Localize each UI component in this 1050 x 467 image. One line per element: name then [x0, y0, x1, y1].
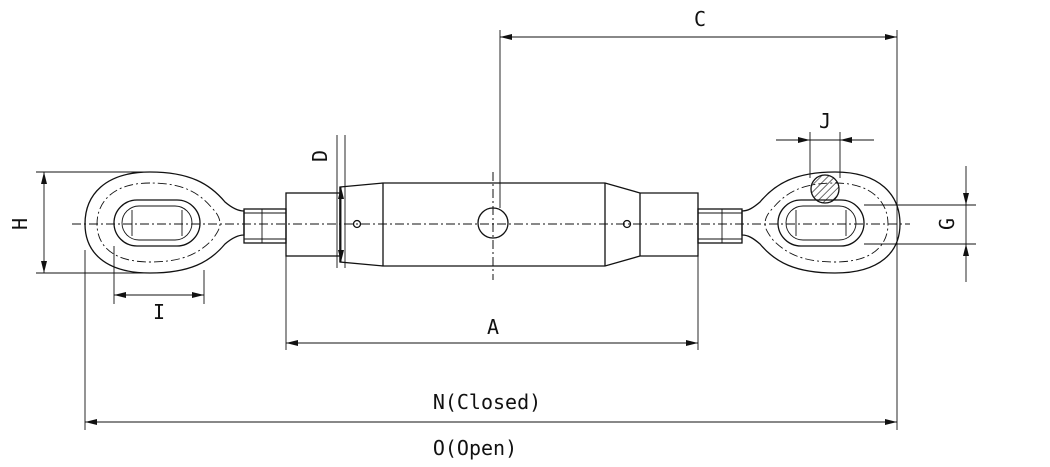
right-threaded-rod	[697, 208, 743, 244]
dimension-j: J	[776, 109, 874, 143]
dimension-j-label: J	[819, 109, 831, 133]
dimension-n: N(Closed)	[85, 390, 897, 425]
dimension-c: C	[500, 7, 897, 40]
dimension-h: H	[8, 172, 47, 273]
dimension-a: A	[286, 315, 698, 346]
dimension-o-label: O(Open)	[433, 436, 517, 460]
dimension-c-label: C	[694, 7, 706, 31]
dimension-g: G	[935, 166, 969, 282]
dimension-i-label: I	[153, 300, 165, 324]
dimension-h-label: H	[8, 218, 32, 230]
dimension-d-label: D	[308, 150, 332, 162]
dimension-g-label: G	[935, 218, 959, 230]
dimension-a-label: A	[487, 315, 499, 339]
extension-lines	[36, 30, 976, 430]
dimension-o: O(Open)	[433, 436, 517, 460]
dimension-d: D	[308, 150, 344, 262]
left-threaded-rod	[243, 208, 287, 244]
dimension-i: I	[114, 292, 204, 324]
right-eye	[741, 171, 901, 274]
dimension-n-label: N(Closed)	[433, 390, 541, 414]
left-eye	[84, 171, 245, 274]
section-hatch	[810, 174, 840, 204]
center-lines	[72, 172, 910, 280]
